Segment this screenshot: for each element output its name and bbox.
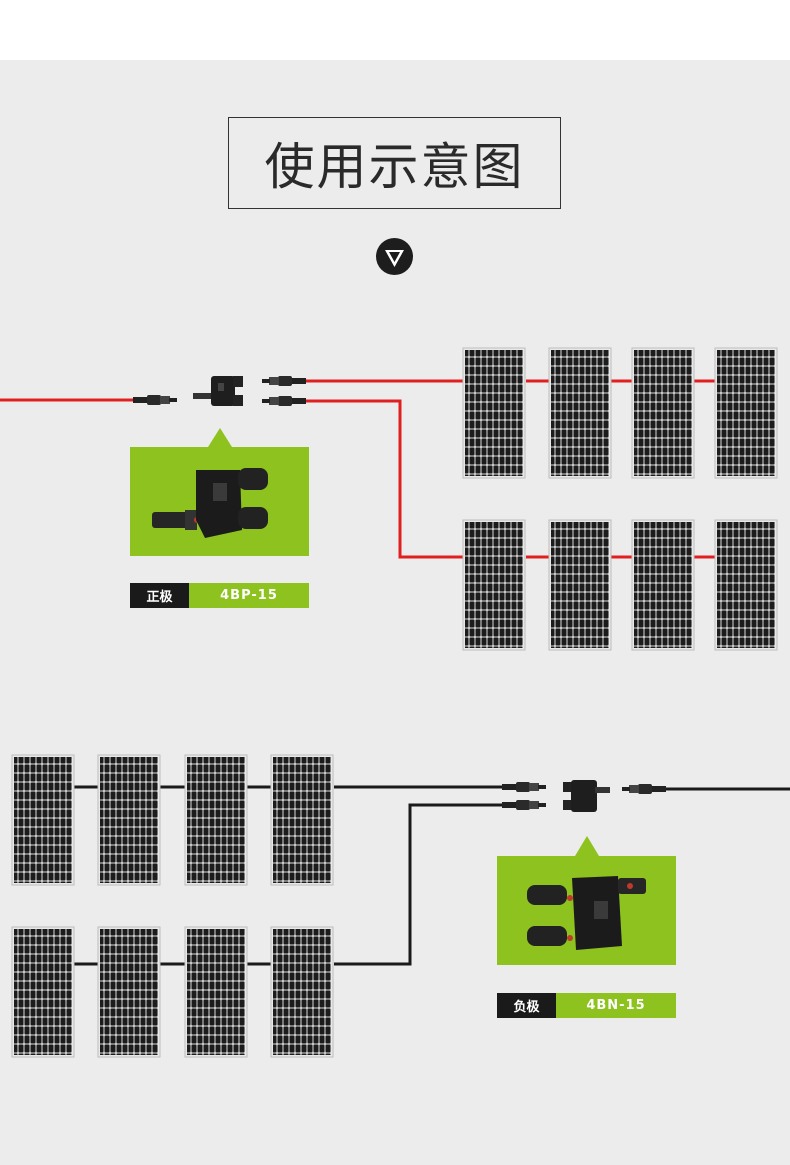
- solar-panel: [97, 926, 161, 1058]
- title-box: 使用示意图: [228, 117, 561, 209]
- negative-label-bar: 负极 4BN-15: [497, 993, 676, 1018]
- negative-section: [11, 754, 790, 1058]
- positive-label-bar: 正极 4BP-15: [130, 583, 309, 608]
- solar-panel: [97, 754, 161, 886]
- solar-panel: [11, 754, 75, 886]
- solar-panel: [270, 754, 334, 886]
- solar-panel: [462, 347, 526, 479]
- mc4-connector: [133, 395, 177, 405]
- solar-panel: [184, 754, 248, 886]
- solar-panel: [714, 519, 778, 651]
- solar-panel: [548, 347, 612, 479]
- branch-connector-4bn-large: [527, 876, 646, 950]
- branch-connector-4bp-small: [193, 376, 243, 406]
- solar-panel: [631, 347, 695, 479]
- negative-branch-wire-bottom: [334, 803, 502, 966]
- positive-model: 4BP-15: [189, 583, 309, 608]
- mc4-connector: [502, 782, 546, 792]
- positive-label: 正极: [130, 583, 189, 608]
- negative-model: 4BN-15: [556, 993, 676, 1018]
- solar-panel: [631, 519, 695, 651]
- branch-connector-4bp-large: [152, 468, 268, 538]
- chevron-down-circle-icon: [376, 238, 413, 275]
- positive-section: [0, 347, 778, 651]
- branch-connector-4bn-small: [563, 780, 610, 812]
- mc4-connector: [502, 800, 546, 810]
- solar-panel: [184, 926, 248, 1058]
- solar-panel: [11, 926, 75, 1058]
- solar-panel: [462, 519, 526, 651]
- page-title: 使用示意图: [264, 138, 525, 196]
- solar-panel: [548, 519, 612, 651]
- positive-branch-wire-bottom: [306, 399, 466, 559]
- solar-panel: [270, 926, 334, 1058]
- negative-label: 负极: [497, 993, 556, 1018]
- solar-panel: [714, 347, 778, 479]
